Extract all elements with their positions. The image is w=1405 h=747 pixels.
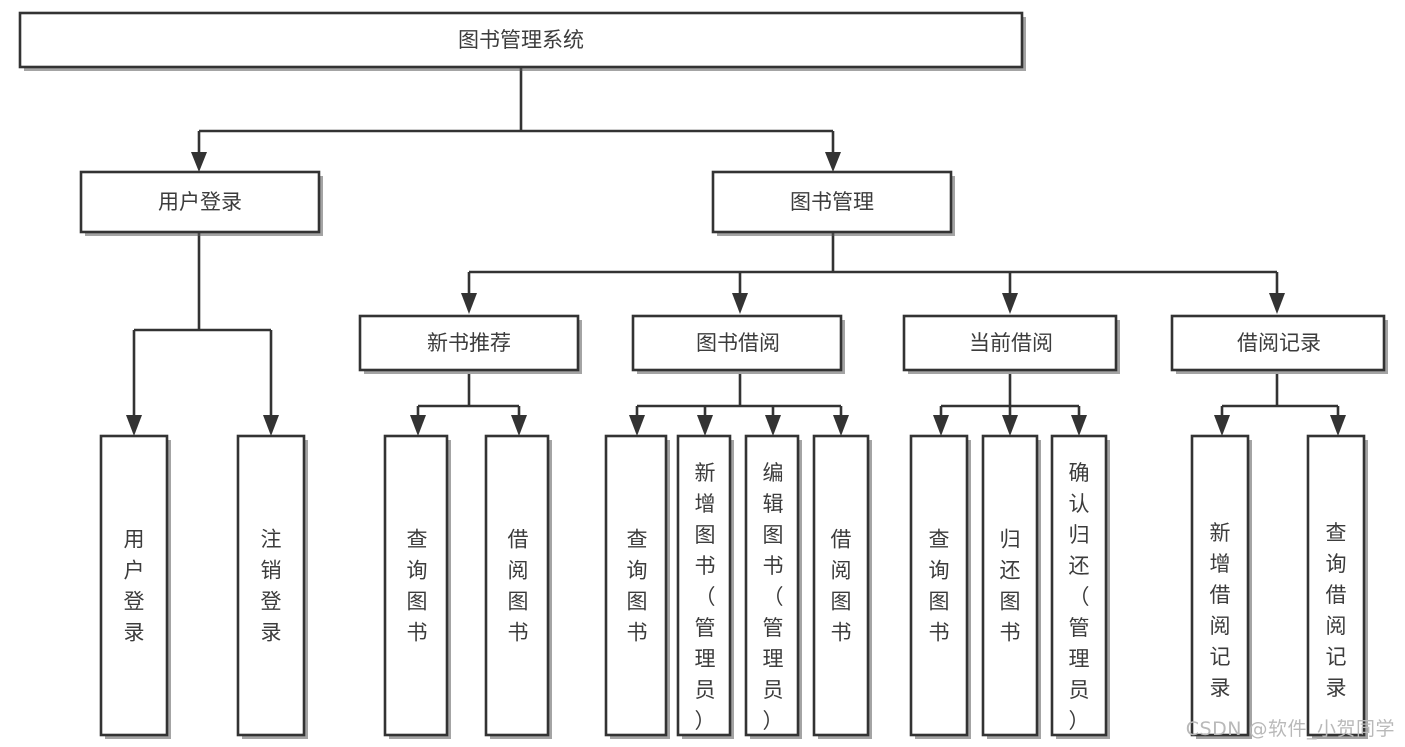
connector-root-to-level2 [191, 67, 841, 172]
node-leaf-logout-login-rect [236, 434, 306, 737]
node-borrow-record[interactable]: 借阅记录 [1170, 314, 1388, 374]
node-new-book-recommend-label: 新书推荐 [427, 331, 511, 355]
arrow-to-leaf-logout-login [263, 415, 279, 436]
node-leaf-borrow-book-2-label: 借阅图书 [831, 528, 852, 645]
node-current-borrow-label: 当前借阅 [969, 331, 1053, 355]
node-current-borrow-rect [902, 314, 1118, 372]
node-leaf-query-book-2-rect [604, 434, 668, 737]
arrow-to-leaf-add-record [1214, 415, 1230, 436]
node-user-login[interactable]: 用户登录 [79, 170, 323, 236]
node-leaf-add-record-label: 新增借阅记录 [1210, 521, 1231, 700]
node-new-book-recommend-rect [358, 314, 580, 372]
connector-layer [126, 67, 1346, 436]
node-leaf-query-record[interactable]: 查询借阅记录 [1306, 434, 1368, 739]
node-leaf-edit-book-rect [744, 434, 800, 737]
arrow-to-leaf-query-book-2 [629, 415, 645, 436]
node-book-management-rect [711, 170, 953, 234]
node-root-rect [18, 11, 1024, 69]
node-user-login-label: 用户登录 [158, 190, 242, 214]
node-leaf-add-record-rect [1190, 434, 1250, 737]
arrow-to-leaf-user-login [126, 415, 142, 436]
node-leaf-add-book-rect [676, 434, 732, 737]
connector-borrow-record-to-leaves [1214, 374, 1346, 436]
node-leaf-user-login-rect [99, 434, 169, 737]
arrow-to-leaf-query-book-1 [410, 415, 426, 436]
node-leaf-query-book-3[interactable]: 查询图书 [909, 434, 971, 739]
node-leaf-query-book-2[interactable]: 查询图书 [604, 434, 670, 739]
node-root[interactable]: 图书管理系统 [18, 11, 1026, 71]
node-leaf-query-book-1[interactable]: 查询图书 [383, 434, 451, 739]
node-leaf-query-book-1-rect [383, 434, 449, 737]
node-leaf-borrow-book-2-rect [812, 434, 870, 737]
node-leaf-borrow-book-1-rect [484, 434, 550, 737]
node-leaf-confirm-return-rect [1050, 434, 1108, 737]
arrow-to-leaf-query-record [1330, 415, 1346, 436]
node-borrow-record-label: 借阅记录 [1237, 331, 1321, 355]
node-leaf-confirm-return[interactable]: 确认归还（管理员） [1050, 434, 1110, 739]
node-user-login-rect [79, 170, 321, 234]
node-leaf-user-login-label: 用户登录 [124, 528, 145, 645]
arrow-to-leaf-borrow-book-1 [511, 415, 527, 436]
arrow-to-new-book-recommend [461, 293, 477, 314]
arrow-to-leaf-add-book [697, 415, 713, 436]
arrow-to-current-borrow [1002, 293, 1018, 314]
arrow-to-book-management [825, 152, 841, 172]
node-leaf-query-book-1-label: 查询图书 [407, 528, 428, 645]
node-leaf-logout-login-label: 注销登录 [261, 528, 282, 645]
node-book-borrow-rect [631, 314, 843, 372]
node-leaf-return-book-label: 归还图书 [1000, 528, 1021, 645]
node-leaf-user-login[interactable]: 用户登录 [99, 434, 171, 739]
node-leaf-borrow-book-1[interactable]: 借阅图书 [484, 434, 552, 739]
node-book-borrow-label: 图书借阅 [696, 331, 780, 355]
node-leaf-return-book-rect [981, 434, 1039, 737]
connector-book-borrow-to-leaves [629, 374, 849, 436]
node-book-management[interactable]: 图书管理 [711, 170, 955, 236]
arrow-to-user-login [191, 152, 207, 172]
node-leaf-add-book[interactable]: 新增图书（管理员） [676, 434, 734, 739]
node-leaf-confirm-return-label: 确认归还（管理员） [1069, 461, 1090, 733]
node-leaf-logout-login[interactable]: 注销登录 [236, 434, 308, 739]
arrow-to-leaf-edit-book [765, 415, 781, 436]
node-book-borrow[interactable]: 图书借阅 [631, 314, 845, 374]
connector-user-login-to-leaves [126, 232, 279, 436]
node-leaf-edit-book[interactable]: 编辑图书（管理员） [744, 434, 802, 739]
node-leaf-edit-book-label: 编辑图书（管理员） [763, 461, 784, 733]
node-book-management-label: 图书管理 [790, 190, 874, 214]
node-root-label: 图书管理系统 [458, 28, 584, 52]
node-leaf-query-book-3-rect [909, 434, 969, 737]
arrow-to-borrow-record [1269, 293, 1285, 314]
arrow-to-leaf-return-book [1002, 415, 1018, 436]
connector-book-management-to-level3 [461, 232, 1285, 314]
arrow-to-leaf-confirm-return [1071, 415, 1087, 436]
node-leaf-borrow-book-1-label: 借阅图书 [508, 528, 529, 645]
node-leaf-add-record[interactable]: 新增借阅记录 [1190, 434, 1252, 739]
node-leaf-return-book[interactable]: 归还图书 [981, 434, 1041, 739]
node-new-book-recommend[interactable]: 新书推荐 [358, 314, 582, 374]
node-leaf-query-book-2-label: 查询图书 [627, 528, 648, 645]
node-current-borrow[interactable]: 当前借阅 [902, 314, 1120, 374]
node-leaf-query-record-rect [1306, 434, 1366, 737]
arrow-to-leaf-query-book-3 [933, 415, 949, 436]
connector-current-borrow-to-leaves [933, 374, 1087, 436]
connector-new-book-recommend-to-leaves [410, 374, 527, 436]
arrow-to-book-borrow [732, 293, 748, 314]
arrow-to-leaf-borrow-book-2 [833, 415, 849, 436]
node-borrow-record-rect [1170, 314, 1386, 372]
node-leaf-query-book-3-label: 查询图书 [929, 528, 950, 645]
node-leaf-query-record-label: 查询借阅记录 [1326, 521, 1347, 700]
node-leaf-borrow-book-2[interactable]: 借阅图书 [812, 434, 872, 739]
node-leaf-add-book-label: 新增图书（管理员） [695, 461, 716, 733]
